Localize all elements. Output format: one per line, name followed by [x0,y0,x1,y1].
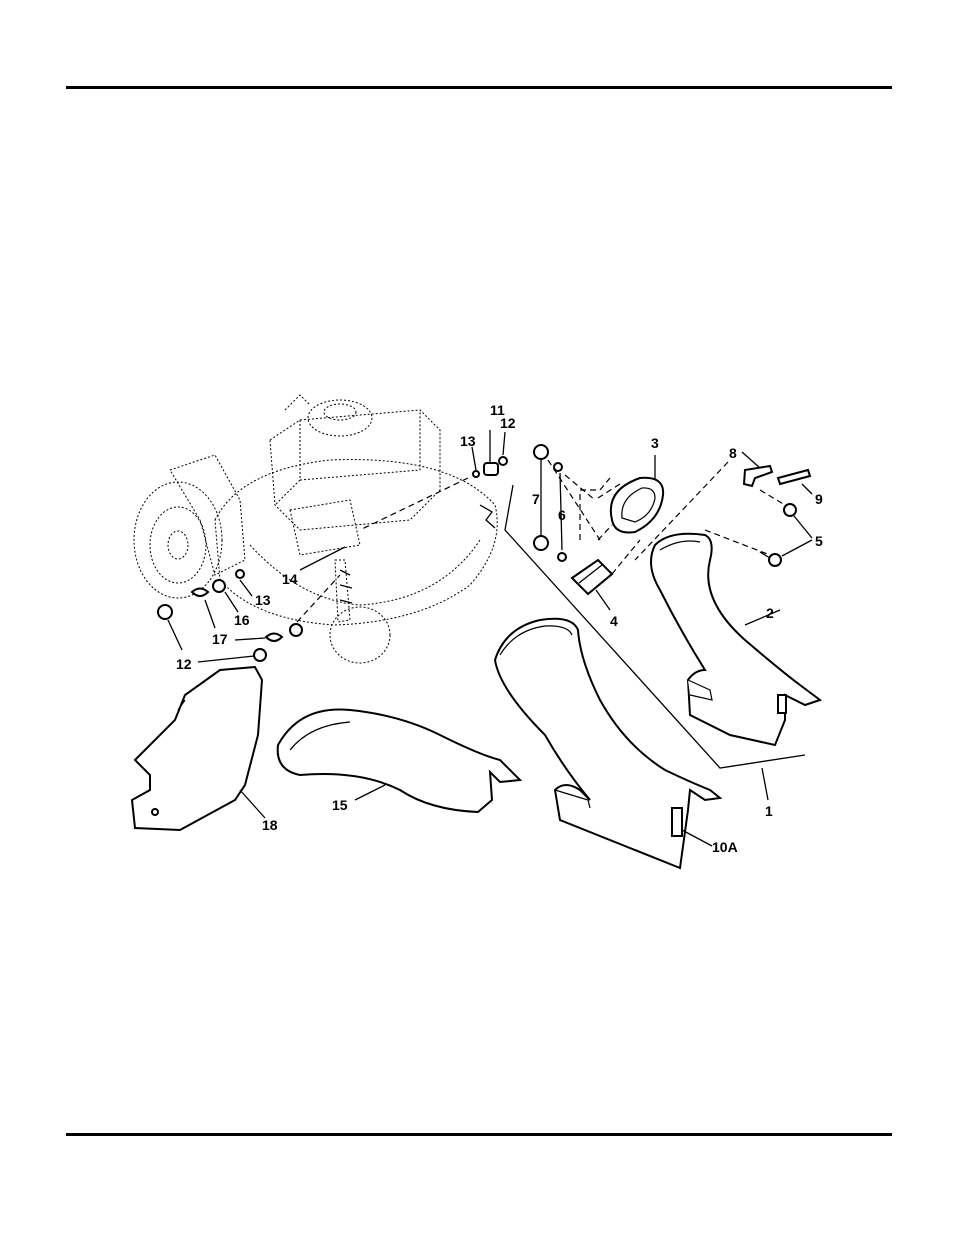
screw-5-top [784,504,796,516]
front-wheel [330,607,390,663]
callout-15: 15 [332,797,348,813]
deflector-15 [278,709,520,812]
callout-8: 8 [729,445,737,461]
mower-illustration [134,395,497,663]
callout-13-low: 13 [255,592,271,608]
callout-13-top: 13 [460,433,476,449]
nut-12-mid [254,649,266,661]
latch-8 [744,466,772,486]
spacer-11 [484,463,498,475]
washer-13-low [236,570,244,578]
callout-7: 7 [532,491,540,507]
chute-2 [651,534,820,745]
nut-12-left [158,605,172,619]
rear-wheel [134,482,222,598]
clip-17-b [266,634,282,642]
callout-12-top: 12 [500,415,516,431]
guard-18 [132,667,265,830]
callout-4: 4 [610,613,618,629]
callout-14: 14 [282,571,298,587]
nut-7-top [534,445,548,459]
clip-17-a [192,589,208,597]
callout-10a: 10A [712,839,738,855]
engine [270,410,440,530]
nut-7-bottom [534,536,548,550]
washer-13-top [473,471,479,477]
hardware-left [158,430,507,662]
nut-12-top [499,457,507,465]
washer-6-bottom [558,553,566,561]
callout-12-low: 12 [176,656,192,672]
callout-17: 17 [212,631,228,647]
washer-16 [213,580,225,592]
callout-1: 1 [765,803,773,819]
hinge-4 [572,560,612,594]
screw-5-bottom [769,554,781,566]
pin-9 [778,470,810,484]
callout-2: 2 [766,605,774,621]
callout-3: 3 [651,435,659,451]
callout-16: 16 [234,612,250,628]
washer-6-top [554,463,562,471]
callout-9: 9 [815,491,823,507]
washer-16-low [290,624,302,636]
callout-18: 18 [262,817,278,833]
callout-6: 6 [558,507,566,523]
callout-5: 5 [815,533,823,549]
